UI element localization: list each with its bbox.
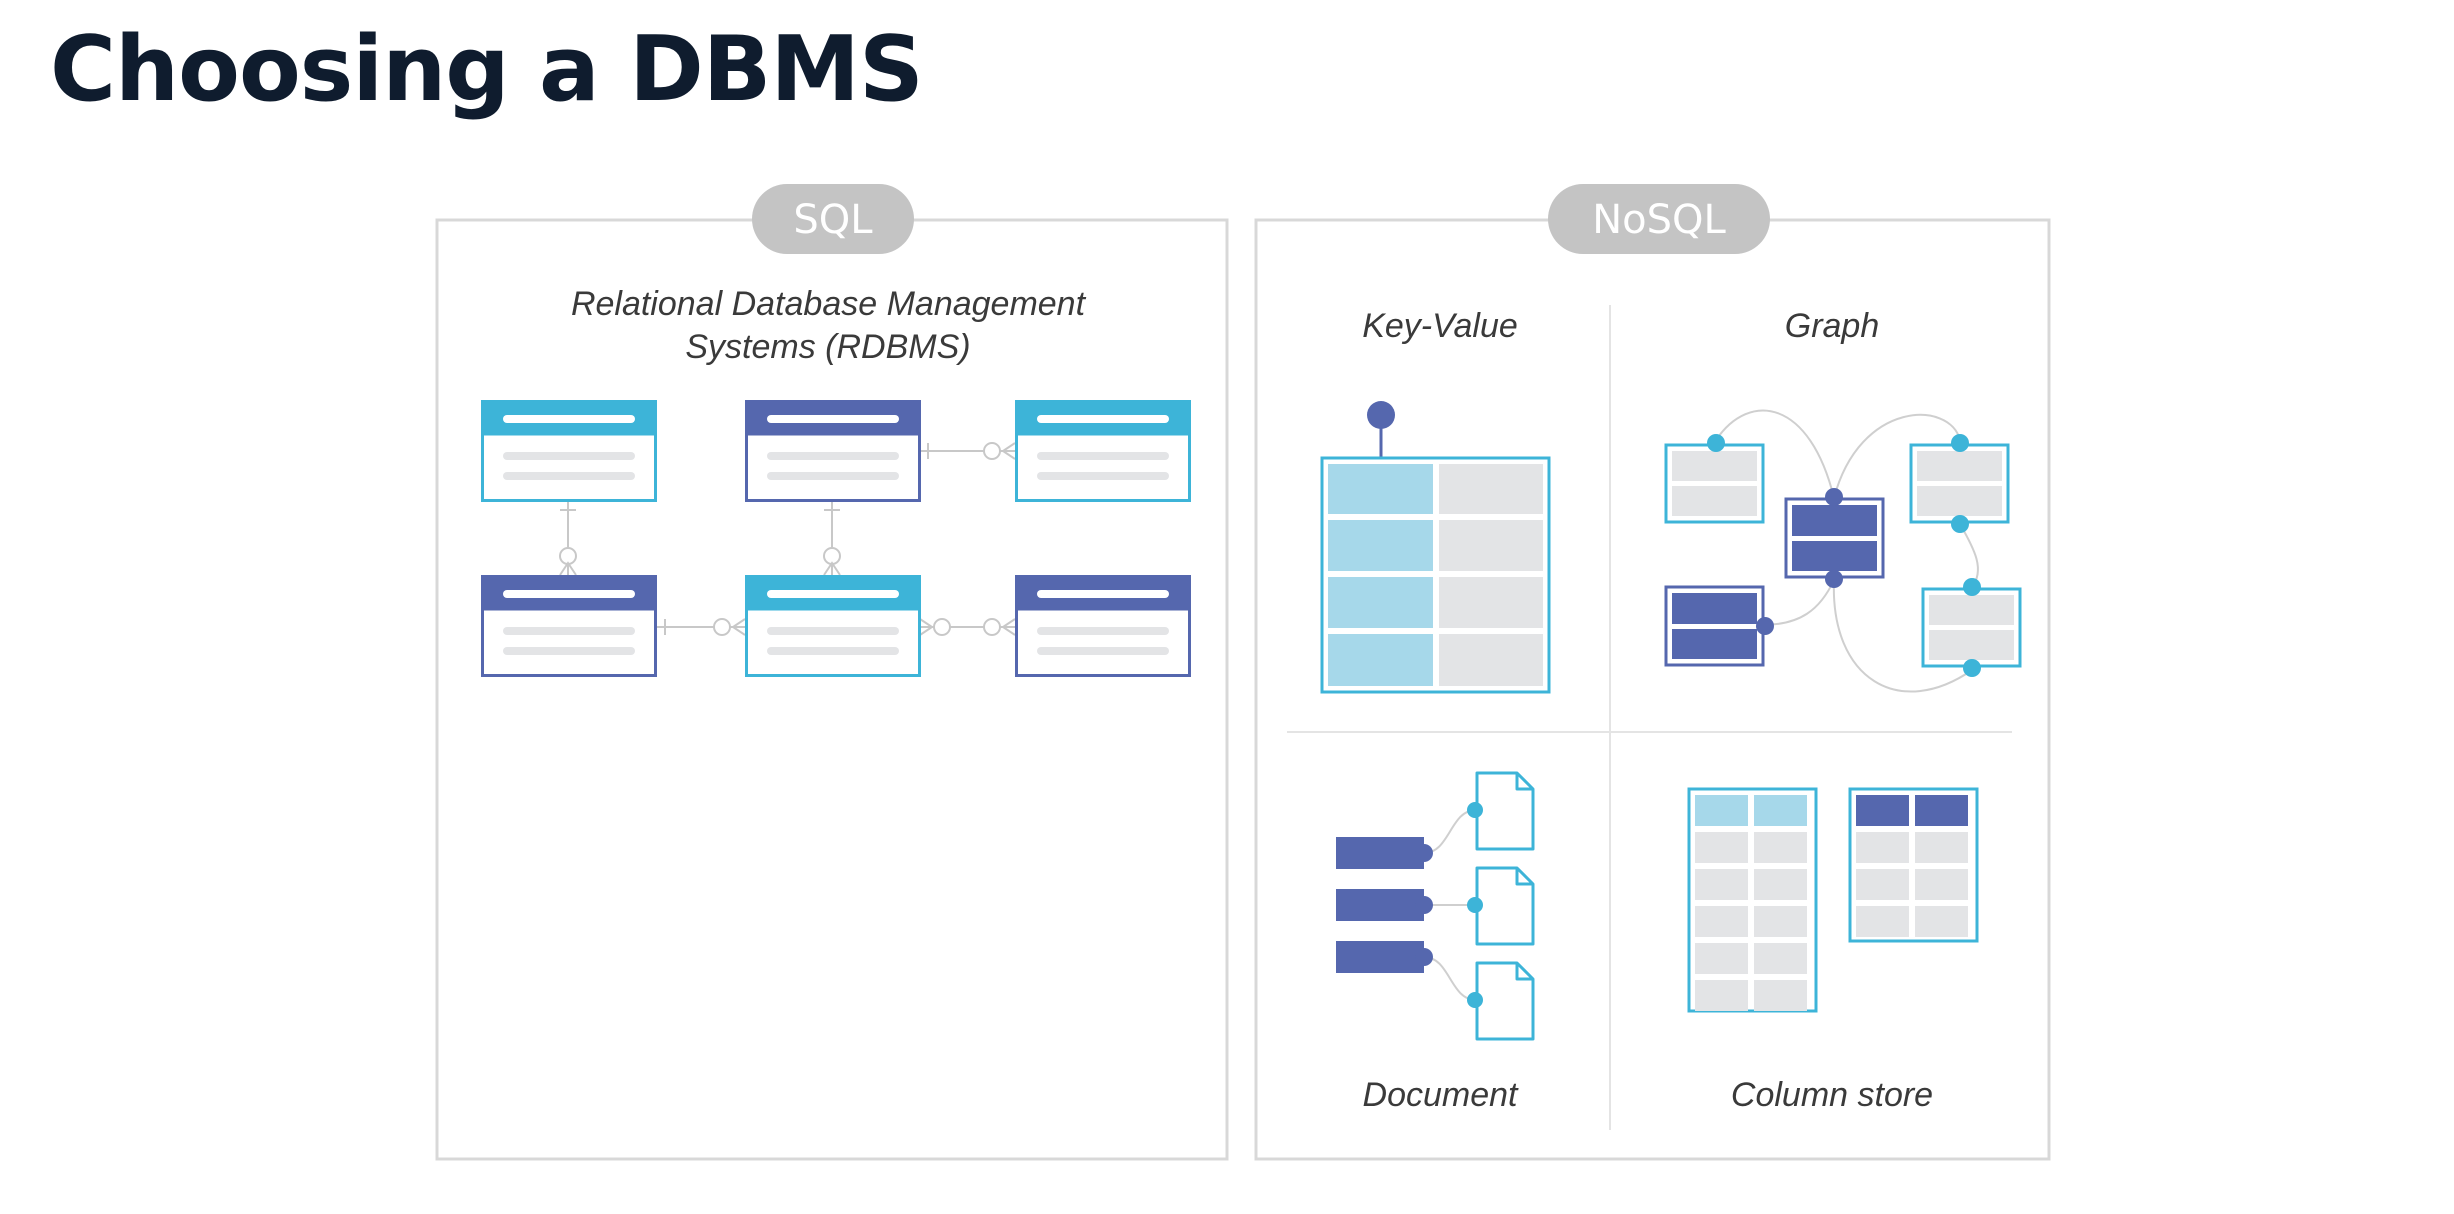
rdbms-table (745, 400, 921, 502)
rdbms-table (481, 400, 657, 502)
column-store-cell (1695, 943, 1748, 974)
column-store-cell (1754, 943, 1807, 974)
column-store-cell (1695, 980, 1748, 1011)
column-store-cell (1754, 795, 1807, 826)
sql-badge-label: SQL (793, 197, 873, 243)
column-store-cell (1856, 795, 1909, 826)
nosql-badge: NoSQL (1548, 184, 1770, 254)
column-store-cell (1754, 906, 1807, 937)
document-icon (1475, 866, 1535, 946)
rdbms-table (1015, 400, 1191, 502)
graph-illustration (1664, 409, 2022, 693)
column-store-cell (1915, 832, 1968, 863)
column-store-cell (1915, 869, 1968, 900)
rdbms-caption-line1: Relational Database Management (571, 285, 1087, 323)
rdbms-relationships (559, 442, 1016, 636)
column-store-cell (1915, 906, 1968, 937)
column-store-label: Column store (1731, 1076, 1933, 1114)
page-title: Choosing a DBMS (50, 17, 924, 122)
column-store-cell (1695, 869, 1748, 900)
column-store-cell (1754, 980, 1807, 1011)
column-store-illustration (1687, 787, 1979, 1013)
column-store-cell (1856, 906, 1909, 937)
key-value-label: Key-Value (1362, 307, 1518, 345)
column-store-cell (1695, 906, 1748, 937)
rdbms-table (481, 575, 657, 677)
document-illustration (1336, 771, 1535, 1041)
key-value-illustration (1320, 401, 1551, 694)
graph-label: Graph (1785, 307, 1880, 345)
rdbms-caption-line2: Systems (RDBMS) (685, 328, 970, 366)
column-store-cell (1915, 795, 1968, 826)
rdbms-table (1015, 575, 1191, 677)
sql-badge: SQL (752, 184, 914, 254)
sql-panel (435, 218, 1229, 1161)
document-icon (1475, 771, 1535, 851)
document-icon (1475, 961, 1535, 1041)
column-store-cell (1754, 832, 1807, 863)
nosql-badge-label: NoSQL (1592, 197, 1726, 243)
column-store-cell (1856, 832, 1909, 863)
column-store-cell (1695, 832, 1748, 863)
column-store-cell (1754, 869, 1807, 900)
key-pin-icon (1367, 401, 1395, 429)
rdbms-table (745, 575, 921, 677)
column-store-cell (1856, 869, 1909, 900)
column-store-cell (1695, 795, 1748, 826)
document-label: Document (1363, 1076, 1520, 1114)
